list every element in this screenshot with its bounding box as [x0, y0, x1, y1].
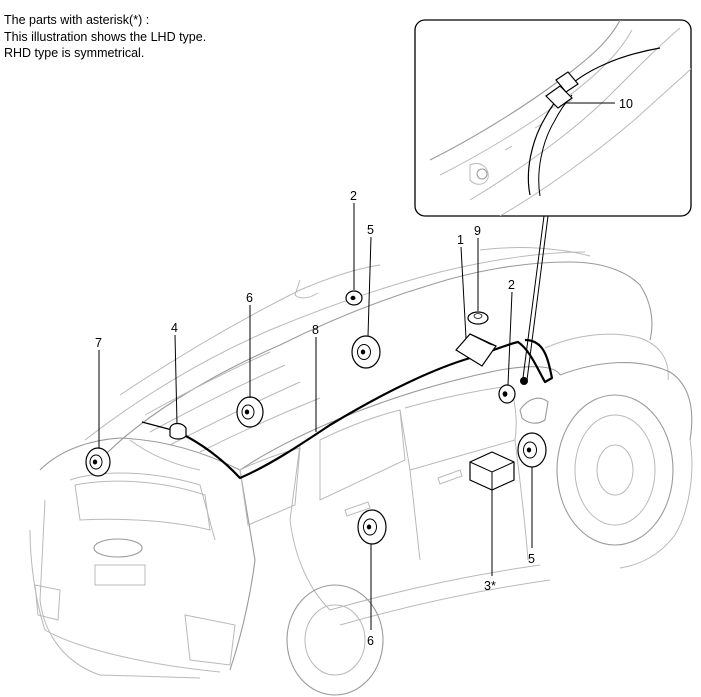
antenna-harness [177, 338, 554, 480]
callout-6-upper: 6 [246, 291, 253, 305]
amplifier-3 [469, 451, 515, 491]
callout-1: 1 [457, 233, 464, 247]
tweeter-2-lower [498, 384, 516, 404]
callout-5-lower: 5 [528, 552, 535, 566]
note-line-3: RHD type is symmetrical. [4, 46, 145, 60]
callout-5-upper: 5 [367, 223, 374, 237]
callout-2-lower: 2 [508, 278, 515, 292]
callout-10: 10 [619, 97, 633, 111]
audio-unit-1 [455, 333, 497, 367]
callout-4: 4 [171, 321, 178, 335]
note-line-1: The parts with asterisk(*) : [4, 13, 150, 27]
part-9 [467, 311, 489, 325]
inset-detail [414, 19, 692, 217]
callout-3: 3* [484, 579, 496, 593]
inset-pointer-dot [520, 377, 528, 385]
callout-9: 9 [474, 224, 481, 238]
callout-7: 7 [95, 336, 102, 350]
callout-leaders [98, 102, 615, 630]
inset-pointer-line [522, 215, 549, 381]
tweeter-2-upper [345, 290, 363, 306]
roof-antenna-4 [141, 421, 187, 440]
speaker-5-lower [517, 432, 547, 468]
note-line-2: This illustration shows the LHD type. [4, 29, 207, 44]
asterisk-note: The parts with asterisk(*) : This illust… [4, 12, 206, 62]
callout-8: 8 [312, 323, 319, 337]
speaker-6-lower [357, 509, 387, 545]
callout-6-lower: 6 [367, 634, 374, 648]
speaker-5-upper [351, 335, 381, 369]
callout-labels: 1 2 2 3* 4 5 5 6 6 7 8 9 10 [95, 97, 633, 648]
speaker-6-upper [236, 396, 264, 428]
rear-speaker-7 [85, 447, 111, 477]
callout-2-upper: 2 [350, 189, 357, 203]
vehicle-body-outline [29, 247, 693, 696]
